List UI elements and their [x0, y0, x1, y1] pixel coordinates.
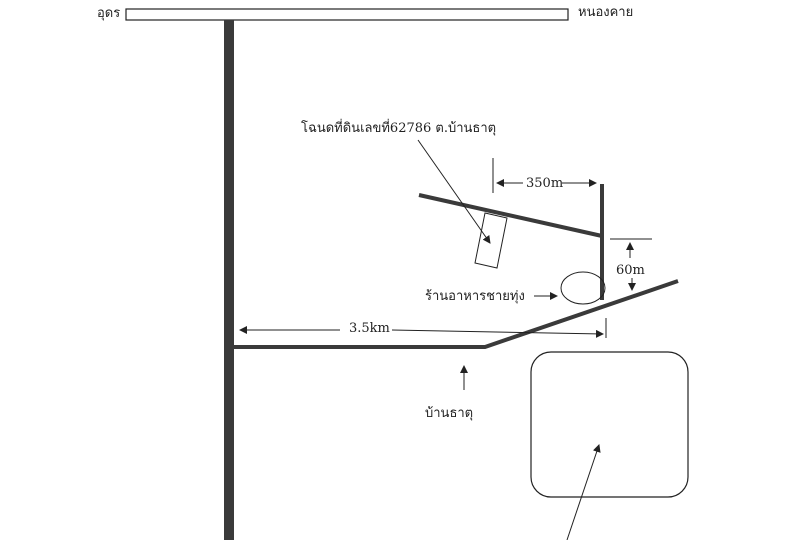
restaurant-marker: [560, 271, 606, 305]
dim-60-label: 60m: [616, 263, 645, 278]
dim-3-5-label: 3.5km: [349, 321, 390, 336]
highway-right-label: หนองคาย: [578, 5, 634, 20]
area-arrow: [566, 444, 601, 540]
highway-top: [125, 8, 569, 21]
highway-left-label: อุดร: [97, 6, 121, 21]
large-area: [530, 351, 689, 498]
road-village-branch: [233, 279, 679, 349]
restaurant-label: ร้านอาหารชายทุ่ง: [425, 289, 525, 304]
land-deed-arrow: [417, 139, 491, 244]
road-upper-diagonal: [418, 193, 603, 238]
dim-3-5-arrow-right: [391, 329, 604, 338]
land-deed-label: โฉนดที่ดินเลขที่62786 ต.บ้านธาตุ: [301, 121, 497, 136]
land-plot: [474, 212, 508, 269]
village-label: บ้านธาตุ: [425, 406, 474, 421]
dim-350-label: 350m: [526, 176, 564, 191]
